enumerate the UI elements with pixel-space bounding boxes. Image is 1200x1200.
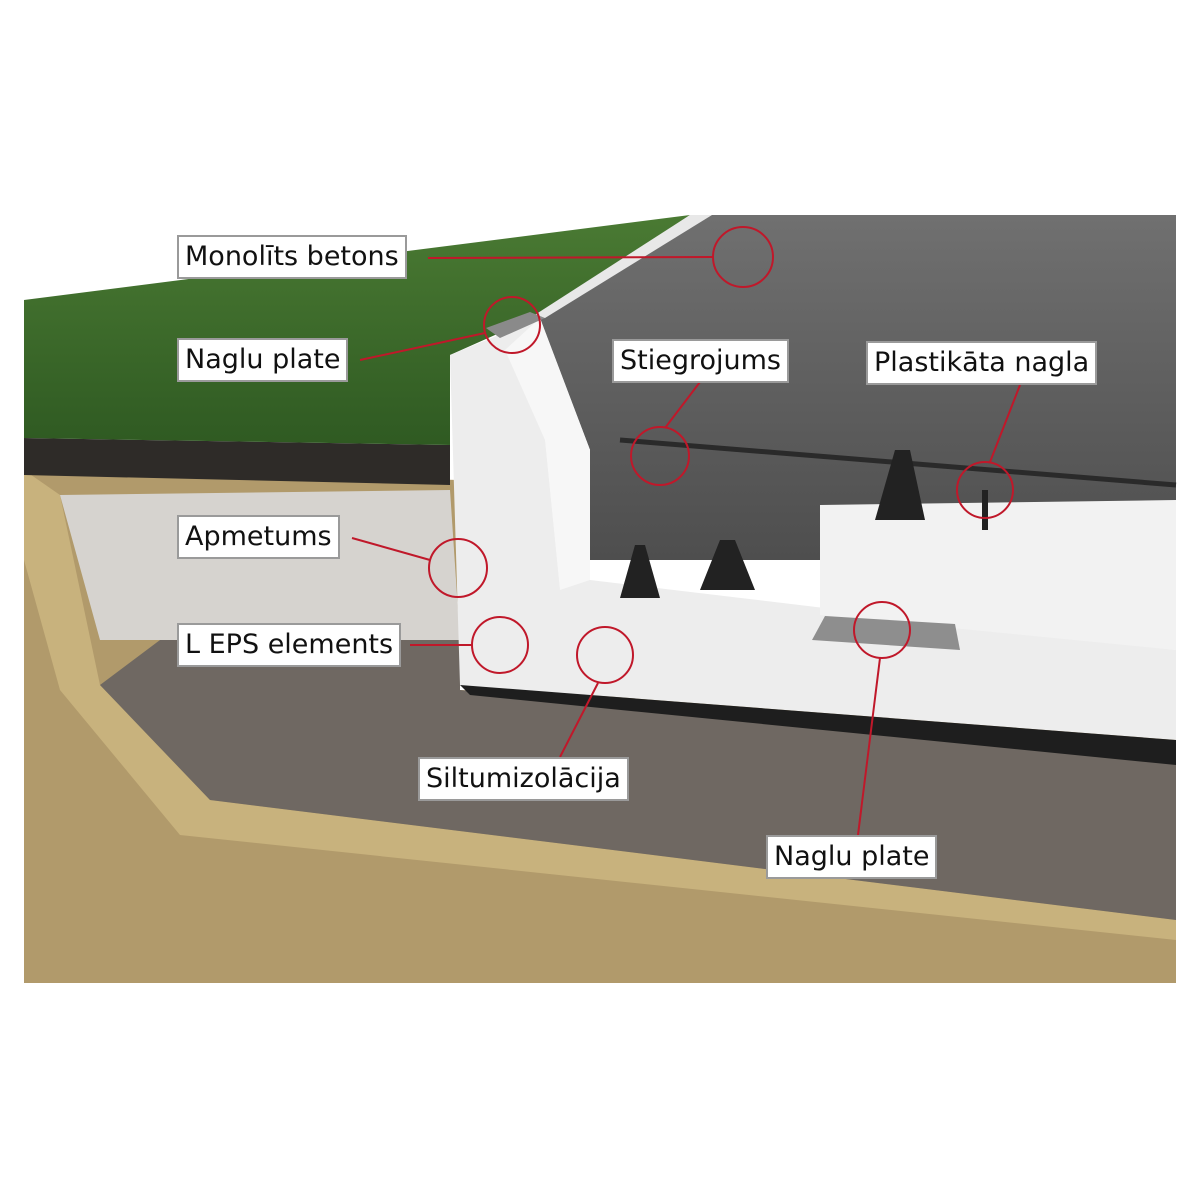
membrane xyxy=(460,685,1176,765)
slab-edge xyxy=(530,215,712,318)
plaster xyxy=(60,490,460,640)
label-naglu-plate-top: Naglu plate xyxy=(177,338,349,382)
eps-top-block xyxy=(820,500,1176,650)
label-stiegrojums: Stiegrojums xyxy=(612,339,789,383)
label-apmetums: Apmetums xyxy=(177,515,340,559)
rebar-chairs xyxy=(620,450,925,598)
callout-lines xyxy=(351,226,1021,836)
label-plastikata-nagla: Plastikāta nagla xyxy=(866,341,1098,385)
soil-slope xyxy=(24,470,1176,940)
eps-wall xyxy=(450,318,1176,740)
asphalt xyxy=(24,438,450,485)
nail-plate-top xyxy=(486,312,545,338)
label-siltumizolacija: Siltumizolācija xyxy=(418,757,629,801)
eps-inner xyxy=(505,318,590,590)
label-monolits-betons: Monolīts betons xyxy=(177,235,407,279)
grass xyxy=(24,215,690,445)
label-naglu-plate-bottom: Naglu plate xyxy=(766,835,938,879)
nail-plate-bottom xyxy=(812,616,960,650)
label-l-eps-elements: L EPS elements xyxy=(177,623,402,667)
